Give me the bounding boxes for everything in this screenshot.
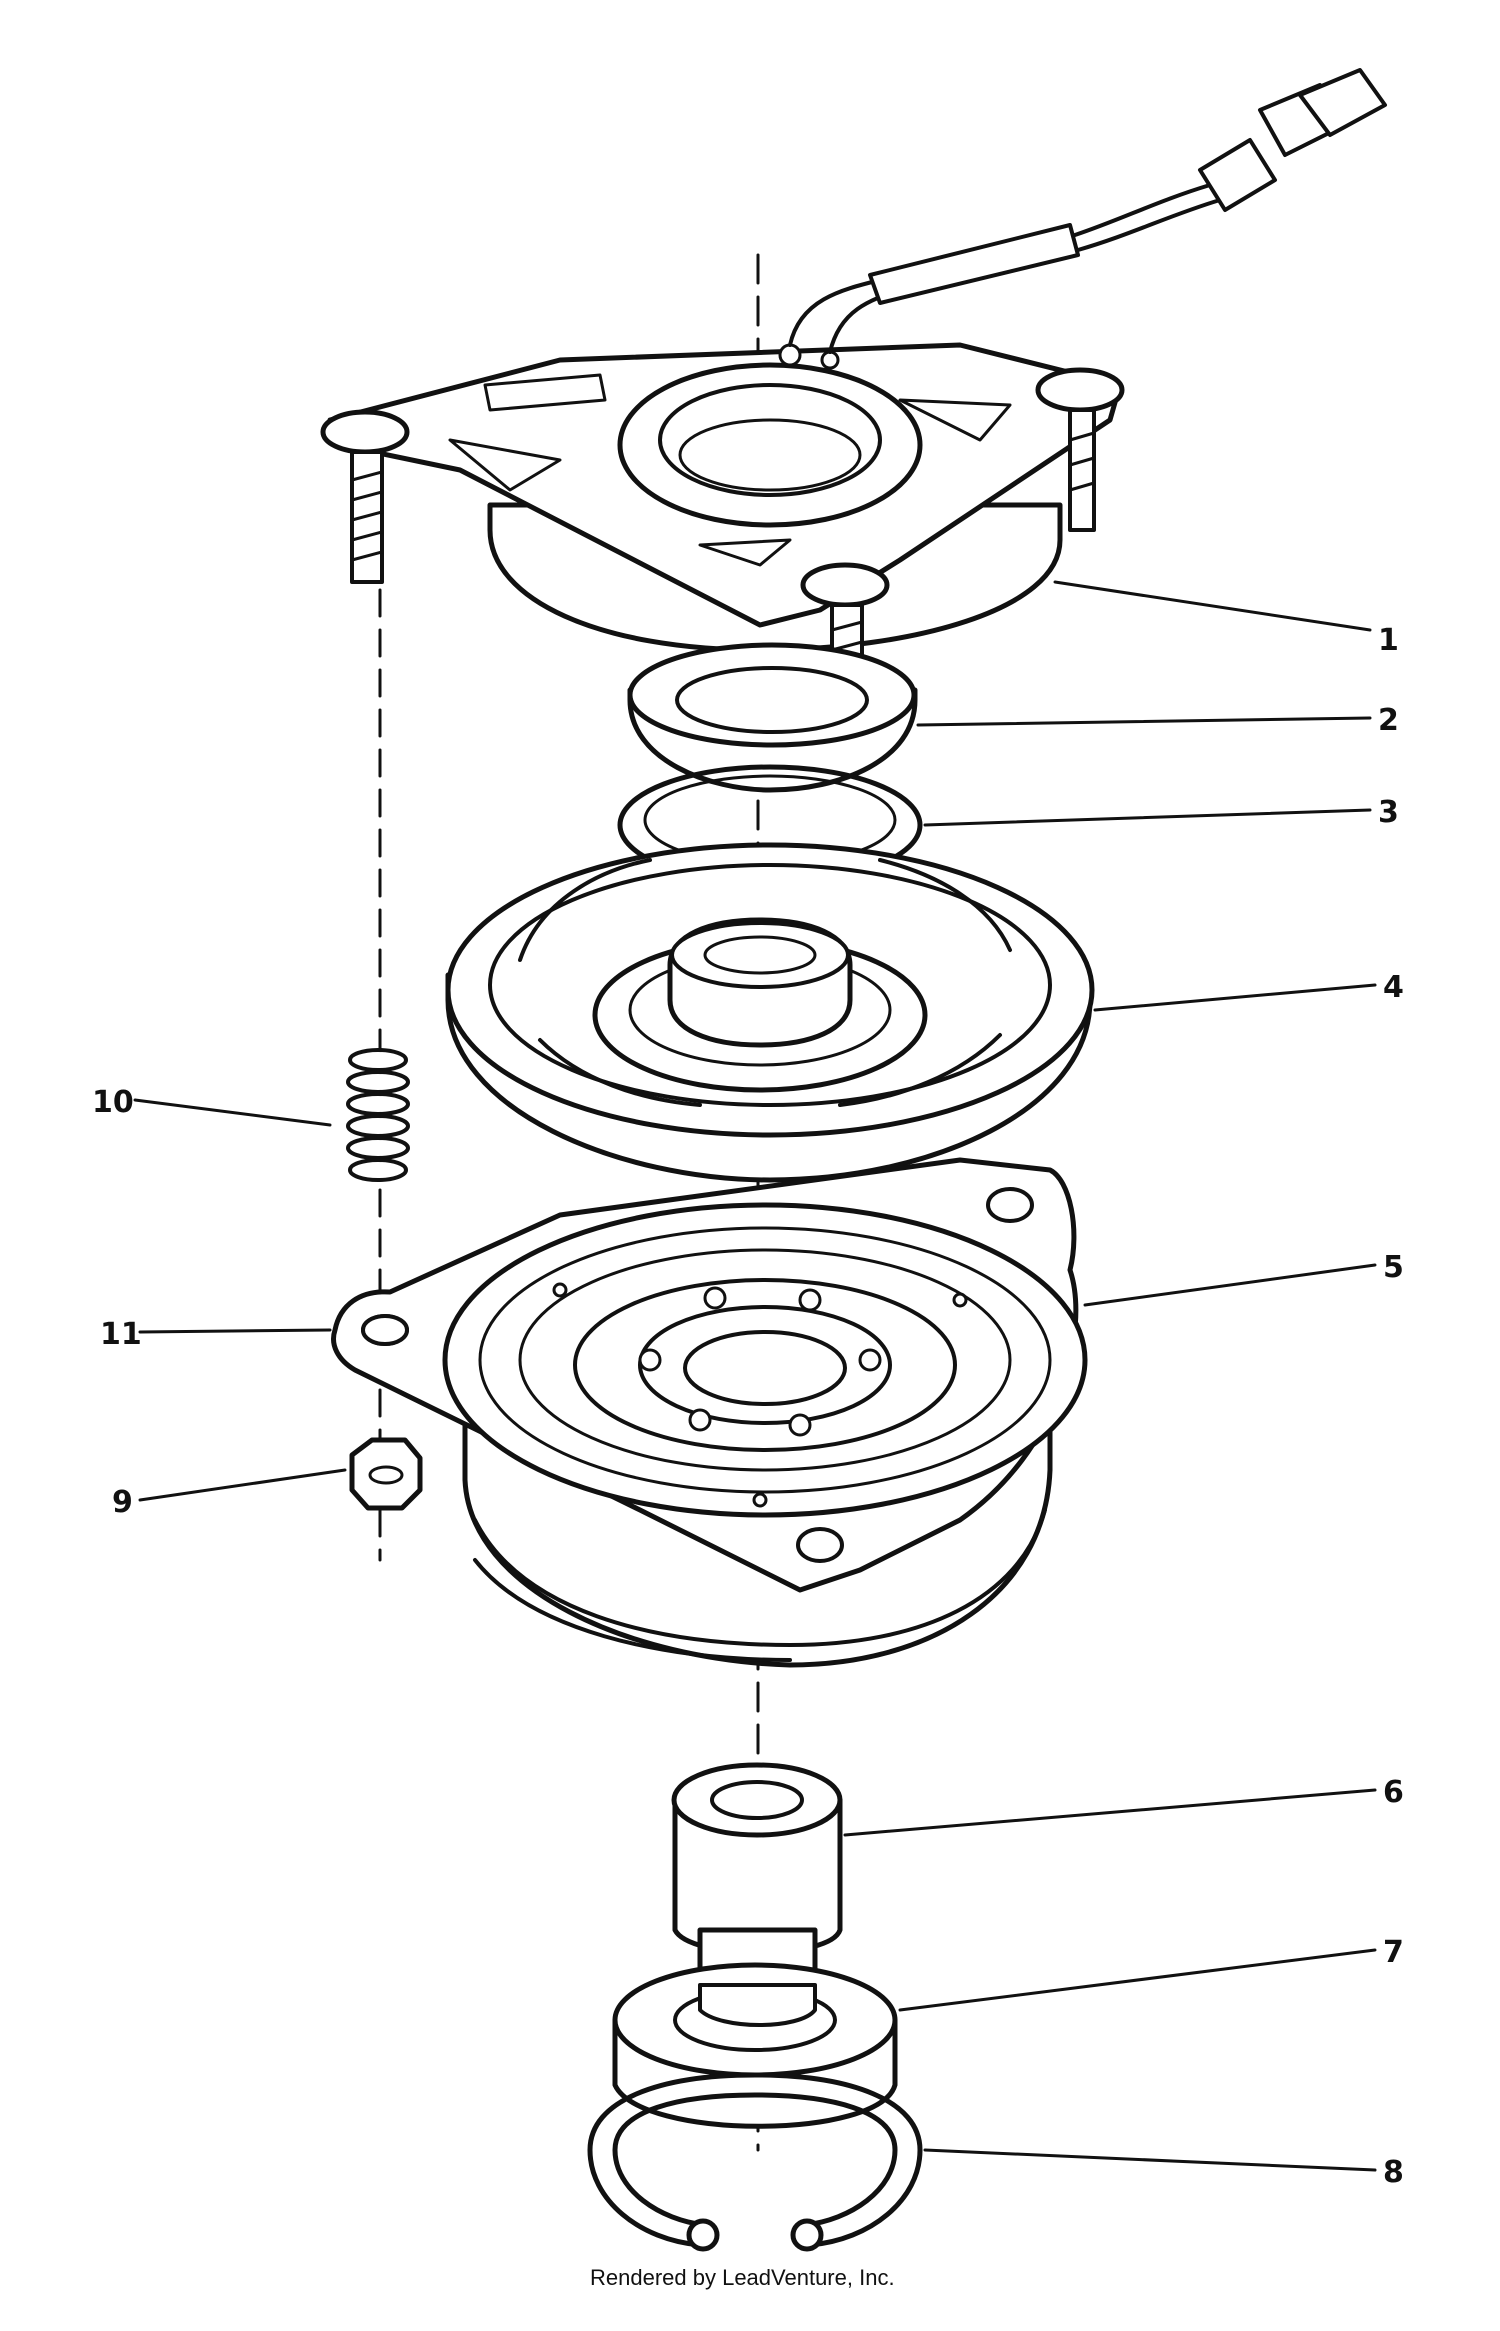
leader-line-6 [843,1788,1377,1837]
callout-9: 9 [112,1485,133,1520]
leader-line-2 [916,716,1372,727]
part-10-spring [346,1048,410,1182]
callout-8: 8 [1383,2155,1404,2190]
part-5-pulley-housing [331,1157,1088,1668]
part-11-washer [361,1314,409,1346]
footer-credit: Rendered by LeadVenture, Inc. [590,2265,895,2290]
callout-5: 5 [1383,1250,1404,1285]
callout-7: 7 [1383,1935,1404,1970]
callout-4: 4 [1383,970,1404,1005]
leader-line-10 [133,1098,332,1127]
leader-line-3 [923,808,1372,827]
leader-line-1 [1053,580,1372,632]
leader-lines [133,580,1377,2172]
part-9-nut [349,1437,423,1511]
leader-line-4 [1093,983,1377,1012]
callout-3: 3 [1378,795,1399,830]
callout-labels: 1 2 3 4 5 6 7 8 9 10 11 [92,623,1404,2190]
callout-6: 6 [1383,1775,1404,1810]
callout-2: 2 [1378,703,1399,738]
part-4-armature [445,842,1095,1183]
leader-line-8 [923,2148,1377,2172]
part-6-spacer [671,1762,843,2003]
part-1-field-coil [320,68,1387,747]
leader-line-7 [898,1948,1377,2012]
leader-line-11 [138,1328,332,1334]
part-8-retaining-ring [587,2072,923,2252]
part-2-bearing [627,642,918,793]
leader-line-5 [1083,1263,1377,1307]
callout-11: 11 [100,1317,142,1352]
callout-1: 1 [1378,623,1399,658]
leader-line-9 [138,1468,347,1502]
callout-10: 10 [92,1085,134,1120]
part-7-bearing [612,1962,898,2129]
